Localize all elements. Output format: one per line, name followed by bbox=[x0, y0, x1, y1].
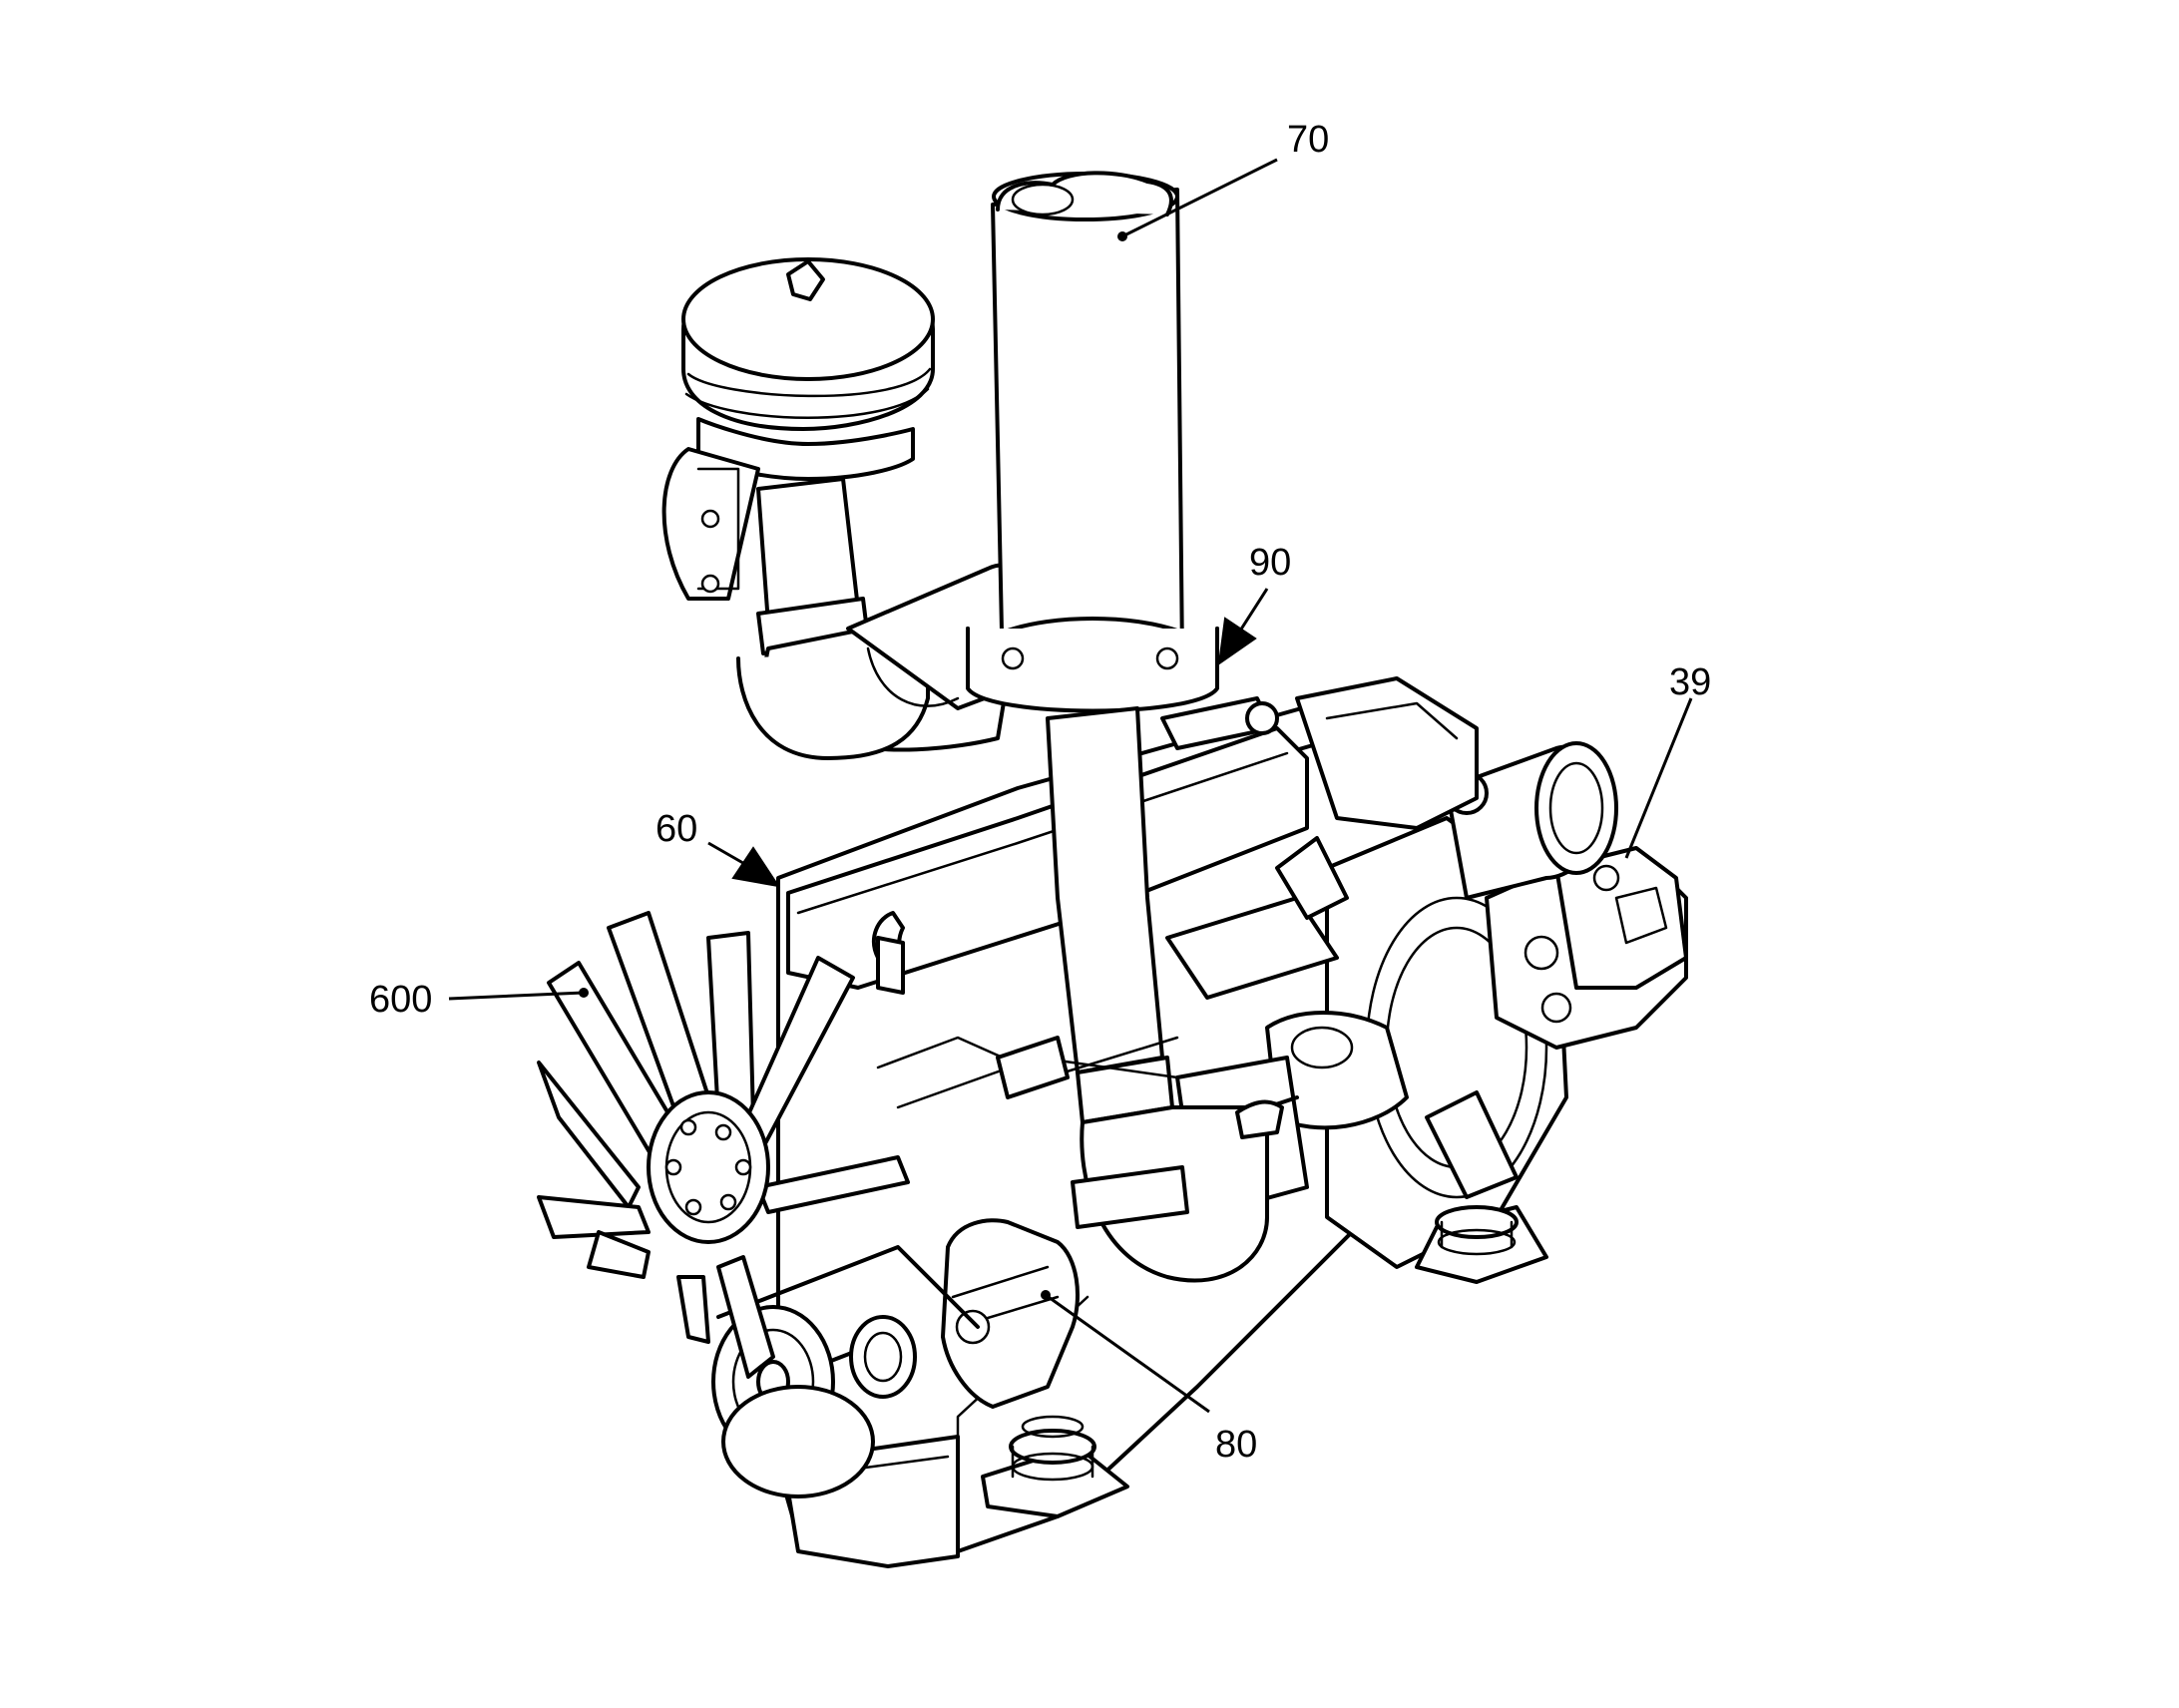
engine-mount-rear bbox=[1415, 1090, 1548, 1284]
starter-motor bbox=[1445, 741, 1618, 900]
crankcase-breather bbox=[1160, 696, 1279, 750]
air-intake-pipe bbox=[736, 477, 1040, 760]
exhaust-downpipe bbox=[1046, 706, 1299, 1283]
leader-line-70 bbox=[1117, 158, 1278, 241]
engine-mount-front bbox=[981, 1415, 1129, 1518]
leader-line-80 bbox=[1041, 1290, 1210, 1414]
callout-60: 60 bbox=[655, 808, 697, 850]
arrow-90 bbox=[1217, 588, 1269, 666]
alternator bbox=[941, 1218, 1080, 1409]
intake-manifold bbox=[1295, 676, 1479, 830]
callout-90: 90 bbox=[1249, 542, 1291, 584]
air-cleaner bbox=[661, 257, 935, 601]
fuel-injection-pump bbox=[876, 836, 1349, 1109]
callout-70: 70 bbox=[1287, 119, 1329, 161]
arrow-60 bbox=[707, 841, 781, 888]
belt-drive bbox=[711, 1245, 980, 1498]
leader-line-39 bbox=[1624, 697, 1693, 859]
leader-line-600 bbox=[448, 988, 589, 1001]
callout-600: 600 bbox=[369, 979, 432, 1021]
callout-80: 80 bbox=[1215, 1424, 1257, 1466]
cooling-fan bbox=[537, 911, 910, 1379]
hydraulic-pump bbox=[1485, 846, 1688, 1050]
exhaust-stack bbox=[966, 171, 1219, 713]
callout-39: 39 bbox=[1669, 661, 1711, 703]
